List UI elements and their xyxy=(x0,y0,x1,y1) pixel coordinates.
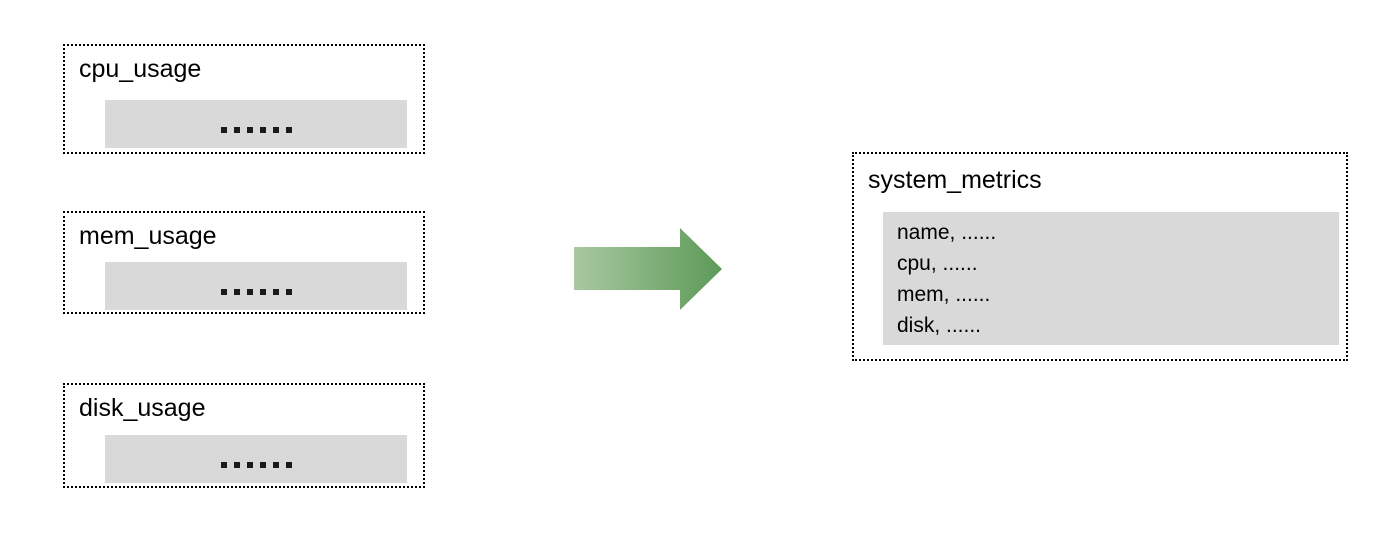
field-row: disk, ...... xyxy=(897,314,982,337)
source-payload-cpu xyxy=(105,100,407,148)
right-arrow-icon xyxy=(574,228,722,310)
target-title: system_metrics xyxy=(868,166,1042,194)
source-box-mem: mem_usage xyxy=(63,211,425,314)
source-title-cpu: cpu_usage xyxy=(79,55,202,83)
target-box-system-metrics: system_metrics name, ...... cpu, ...... … xyxy=(852,152,1348,361)
source-title-disk: disk_usage xyxy=(79,394,206,422)
field-row: cpu, ...... xyxy=(897,252,978,275)
source-payload-disk xyxy=(105,435,407,483)
field-list: name, ...... cpu, ...... mem, ...... dis… xyxy=(897,217,996,341)
ellipsis-dots-icon xyxy=(220,289,292,295)
field-row: mem, ...... xyxy=(897,283,991,306)
target-payload: name, ...... cpu, ...... mem, ...... dis… xyxy=(883,212,1339,345)
source-title-mem: mem_usage xyxy=(79,222,217,250)
field-row: name, ...... xyxy=(897,221,997,244)
source-box-cpu: cpu_usage xyxy=(63,44,425,154)
ellipsis-dots-icon xyxy=(220,462,292,468)
source-box-disk: disk_usage xyxy=(63,383,425,488)
source-payload-mem xyxy=(105,262,407,310)
ellipsis-dots-icon xyxy=(220,127,292,133)
flow-arrow-container xyxy=(570,224,730,314)
